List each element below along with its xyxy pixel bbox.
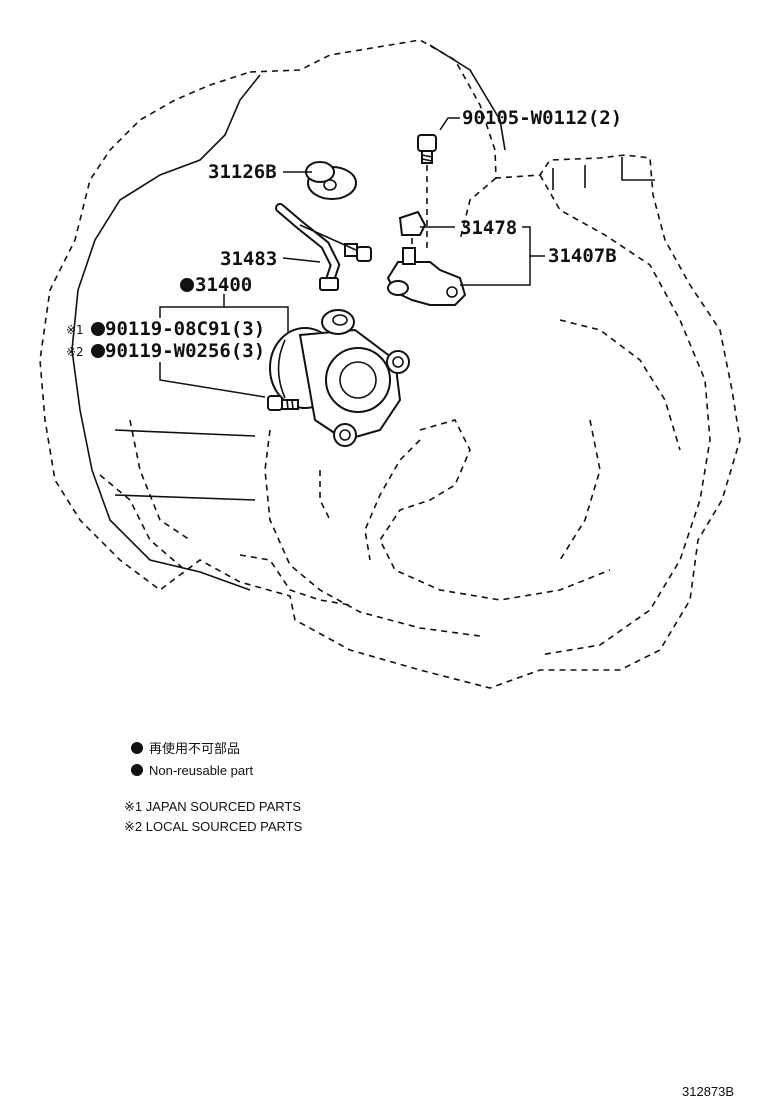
release-cylinder-31400-drawing: [269, 309, 410, 447]
label-90119-08c91: 90119-08C91(3): [105, 318, 265, 340]
label-90119-w0256: 90119-W0256(3): [105, 340, 265, 362]
label-90105-w0112: 90105-W0112(2): [462, 107, 622, 129]
label-31478: 31478: [460, 217, 517, 239]
legend-non-reusable-jp: 再使用不可部品: [149, 741, 240, 756]
leader-lines: [159, 117, 545, 398]
non-reusable-bullet-31400: [180, 278, 194, 292]
label-31400: 31400: [195, 274, 252, 296]
legend-non-reusable-en: Non-reusable part: [149, 763, 253, 778]
label-31407b: 31407B: [548, 245, 617, 267]
bolt-90119-drawing: [267, 395, 299, 411]
bracket-31407b-drawing: [386, 247, 467, 306]
transmission-housing: [39, 39, 741, 689]
bolt-90105-drawing: [417, 134, 437, 250]
diagram-id: 312873B: [682, 1084, 734, 1099]
legend-bullet-jp: [131, 742, 143, 754]
plug-31126b-drawing: [305, 161, 357, 200]
note-mark-2: ※2: [66, 345, 84, 359]
label-31126b: 31126B: [208, 161, 277, 183]
non-reusable-bullet-90119-b: [91, 344, 105, 358]
legend: 再使用不可部品 Non-reusable part ※1 JAPAN SOURC…: [124, 741, 303, 834]
fitting-31478-drawing: [398, 210, 427, 258]
legend-note-local: ※2 LOCAL SOURCED PARTS: [124, 819, 303, 834]
legend-bullet-en: [131, 764, 143, 776]
note-mark-1: ※1: [66, 323, 84, 337]
hose-31483-drawing: [275, 203, 372, 291]
non-reusable-bullet-90119-a: [91, 322, 105, 336]
legend-note-japan: ※1 JAPAN SOURCED PARTS: [124, 799, 301, 814]
label-31483: 31483: [220, 248, 277, 270]
part-labels: 90105-W0112(2) 31126B 31478 31407B 31483…: [66, 107, 622, 362]
